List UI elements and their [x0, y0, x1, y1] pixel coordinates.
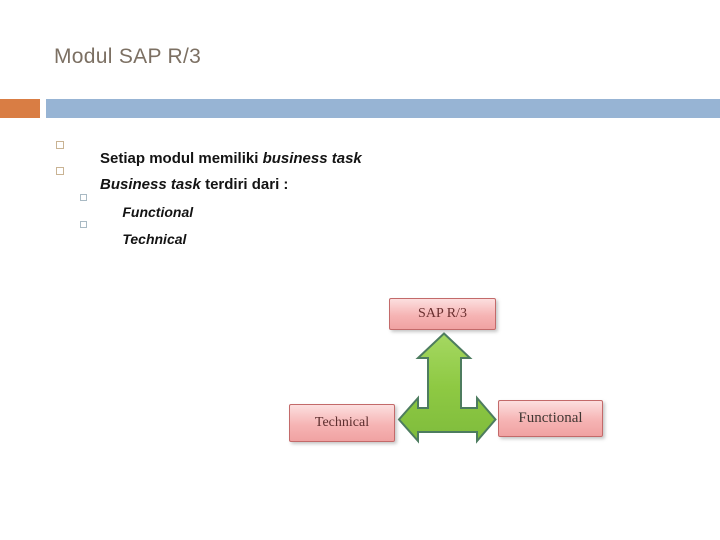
bullet-text: terdiri dari : — [200, 176, 289, 193]
sub-bullet-square-icon — [80, 221, 87, 228]
bullet-item-sub-1: Functional — [99, 188, 193, 236]
diagram-box-label: SAP R/3 — [418, 306, 467, 321]
bullet-text-italic: Technical — [122, 231, 187, 247]
diagram-box-label: Functional — [518, 410, 583, 426]
accent-bar-orange — [0, 99, 40, 118]
page-title: Modul SAP R/3 — [54, 45, 202, 68]
bullet-text-italic: Business task — [100, 176, 201, 193]
diagram-box-functional: Functional — [498, 400, 603, 437]
diagram-box-label: Technical — [314, 415, 370, 430]
bullet-item-sub-2: Technical — [99, 215, 186, 263]
diagram-box-sap: SAP R/3 — [389, 298, 496, 330]
sub-bullet-square-icon — [80, 194, 87, 201]
bullet-text: Setiap modul memiliki — [100, 150, 263, 167]
bullet-text-italic: business task — [262, 150, 362, 167]
bullet-item-2: Business task terdiri dari : — [75, 159, 288, 210]
bullet-text-italic: Functional — [122, 204, 194, 220]
bullet-square-icon — [56, 141, 64, 149]
accent-bar-blue — [46, 99, 720, 118]
bullet-item-1: Setiap modul memiliki business task — [75, 133, 362, 184]
diagram-box-technical: Technical — [289, 404, 395, 442]
bullet-square-icon — [56, 167, 64, 175]
